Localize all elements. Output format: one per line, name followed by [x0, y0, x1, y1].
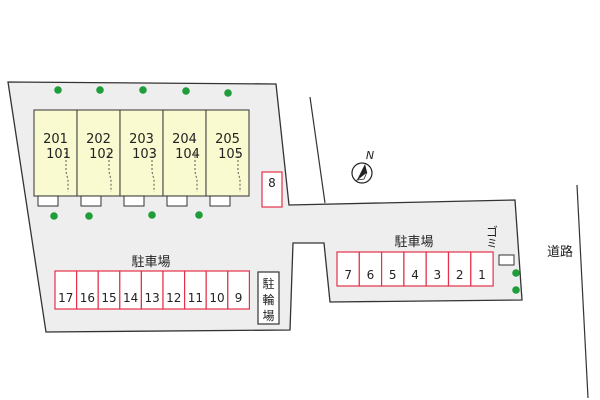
parking-space-label-17: 17 [58, 291, 73, 305]
parking-space-9 [227, 270, 251, 310]
tree-dot-icon [54, 86, 62, 94]
tree-dot-icon [148, 211, 156, 219]
parking-space-label-4: 4 [411, 268, 419, 282]
unit-block [76, 109, 121, 197]
tree-dot-icon [85, 212, 93, 220]
garbage-label-char-2: ミ [487, 237, 498, 250]
tree-dot-icon [512, 286, 520, 294]
entry-box [209, 195, 231, 207]
parking-space-label-10: 10 [209, 291, 224, 305]
garbage-label-char-1: ゴ [486, 224, 498, 239]
unit-partition-dashed [151, 152, 155, 192]
parking-space-label-3: 3 [434, 268, 442, 282]
parking-space-label-11: 11 [188, 291, 203, 305]
unit-number-upper: 205 [215, 132, 240, 147]
entry-box [80, 195, 102, 207]
unit-number-lower: 102 [89, 147, 114, 162]
unit-number-upper: 203 [129, 132, 154, 147]
tree-dot-icon [195, 211, 203, 219]
tree-dot-icon [224, 89, 232, 97]
tree-dot-icon [139, 86, 147, 94]
tree-dot-icon [50, 212, 58, 220]
entry-box [123, 195, 145, 207]
road-label: 道路 [547, 244, 573, 260]
bicycle-parking-char-2: 輪 [262, 292, 274, 307]
left-parking-spaces: 17 16 15 14 13 12 11 10 9 [54, 270, 251, 310]
entry-box [37, 195, 59, 207]
trees [50, 86, 520, 294]
left-parking-label: 駐車場 [131, 255, 170, 270]
parking-space-label-7: 7 [344, 268, 352, 282]
entry-box [166, 195, 188, 207]
unit-number-lower: 101 [46, 147, 71, 162]
unit-block [205, 109, 250, 197]
north-label: N [366, 149, 374, 162]
parking-space-label-1: 1 [478, 268, 486, 282]
unit-block [33, 109, 78, 197]
right-parking-label: 駐車場 [394, 235, 433, 250]
unit-partition-dashed [194, 152, 198, 192]
parking-space-label-16: 16 [80, 291, 95, 305]
unit-number-upper: 202 [86, 132, 111, 147]
bicycle-parking [257, 271, 280, 325]
unit-number-lower: 103 [132, 147, 157, 162]
tree-dot-icon [512, 269, 520, 277]
parking-space-8 [261, 171, 283, 208]
garbage-box [498, 254, 515, 266]
unit-number-upper: 201 [43, 132, 68, 147]
compass-north-icon [351, 162, 373, 184]
unit-number-lower: 104 [175, 147, 200, 162]
unit-number-upper: 204 [172, 132, 197, 147]
parking-space-label-2: 2 [456, 268, 464, 282]
bicycle-parking-char-3: 場 [262, 309, 274, 323]
parking-space-label-5: 5 [389, 268, 397, 282]
parking-space-1 [470, 251, 494, 287]
parking-space-label-14: 14 [123, 291, 138, 305]
road-edge-line [576, 184, 589, 399]
unit-number-lower: 105 [218, 147, 243, 162]
unit-partition-dashed [108, 152, 112, 192]
bicycle-parking-char-1: 駐 [262, 276, 274, 291]
parking-space-label-12: 12 [166, 291, 181, 305]
parking-space-label-9: 9 [235, 291, 243, 305]
road-edge-line [309, 96, 326, 204]
unit-partition-dashed [237, 152, 241, 192]
tree-dot-icon [182, 87, 190, 95]
parking-space-label-13: 13 [145, 291, 160, 305]
tree-dot-icon [96, 86, 104, 94]
parking-space-label-6: 6 [367, 268, 375, 282]
unit-partition-dashed [65, 152, 69, 192]
parking-space-8-label: 8 [268, 176, 276, 190]
parking-space-label-15: 15 [101, 291, 116, 305]
